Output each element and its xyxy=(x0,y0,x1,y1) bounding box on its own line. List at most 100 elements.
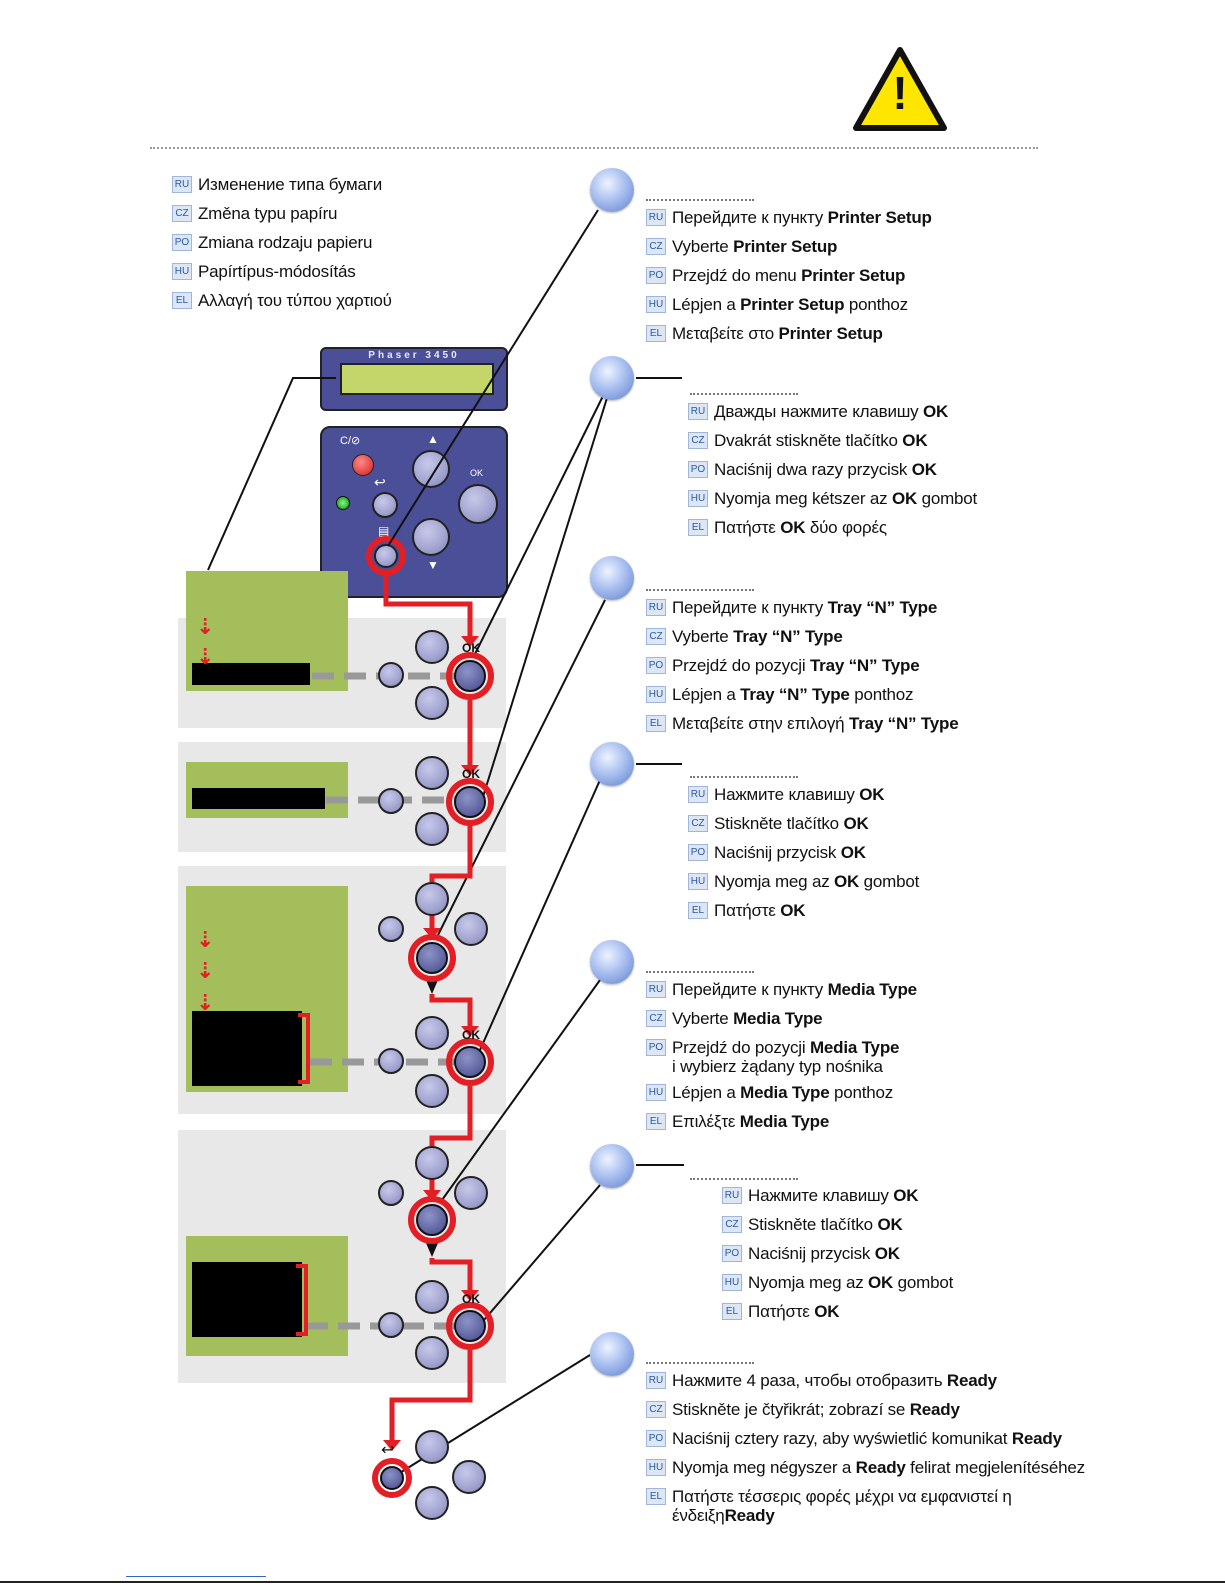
up-button[interactable] xyxy=(415,756,449,790)
lang-badge: CZ xyxy=(688,815,708,832)
instruction-text: Nyomja meg négyszer a Ready felirat megj… xyxy=(672,1453,1085,1482)
flow-arrowhead xyxy=(461,765,479,776)
back-button[interactable] xyxy=(378,1180,404,1206)
back-button[interactable] xyxy=(378,916,404,942)
lcd-highlight-4 xyxy=(192,1262,302,1337)
instruction-pre: Нажмите 4 раза, чтобы отобразить xyxy=(672,1371,947,1390)
lang-badge: RU xyxy=(688,786,708,803)
ok-label: OK xyxy=(462,1292,480,1306)
back-button[interactable] xyxy=(378,1048,404,1074)
back-arrow-icon: ↩ xyxy=(381,1442,395,1459)
instruction-text: Πατήστε OK xyxy=(748,1297,839,1326)
title-text: Změna typu papíru xyxy=(198,204,338,223)
up-button[interactable] xyxy=(415,1146,449,1180)
instruction-post: gombot xyxy=(893,1273,954,1292)
instruction-keyword: Media Type xyxy=(809,1038,900,1057)
back-button[interactable] xyxy=(378,788,404,814)
up-button[interactable] xyxy=(415,1430,449,1464)
lang-badge: HU xyxy=(646,686,666,703)
ok-button[interactable] xyxy=(454,1176,488,1210)
down-button[interactable] xyxy=(415,686,449,720)
up-button[interactable] xyxy=(415,1016,449,1050)
lang-badge: RU xyxy=(688,403,708,420)
down-button[interactable] xyxy=(415,812,449,846)
ok-button[interactable] xyxy=(452,1460,486,1494)
flow-arrowhead xyxy=(423,928,441,939)
down-button[interactable] xyxy=(412,518,450,556)
down-button[interactable] xyxy=(416,942,448,974)
instruction-pre: Przejdź do menu xyxy=(672,266,802,285)
instruction-keyword: OK xyxy=(868,1273,894,1292)
instruction-post: gombot xyxy=(917,489,978,508)
lang-badge: CZ xyxy=(688,432,708,449)
instruction-line: RU Перейдите к пункту Media Type xyxy=(646,975,917,1004)
back-button[interactable] xyxy=(378,662,404,688)
down-button[interactable] xyxy=(415,1486,449,1520)
up-button[interactable] xyxy=(415,882,449,916)
instruction-keyword: Printer Setup xyxy=(801,266,906,285)
instruction-keyword: Media Type xyxy=(827,980,918,999)
ok-button[interactable] xyxy=(454,786,486,818)
back-button[interactable] xyxy=(372,492,398,518)
up-button[interactable] xyxy=(415,630,449,664)
instruction-keyword: OK xyxy=(923,402,949,421)
instruction-text: Naciśnij dwa razy przycisk OK xyxy=(714,455,937,484)
red-down-arrow-icon: ⇣ xyxy=(196,927,215,952)
ok-button[interactable] xyxy=(454,660,486,692)
lang-badge: CZ xyxy=(646,1401,666,1418)
lang-badge: PO xyxy=(646,1039,666,1056)
instruction-keyword: OK xyxy=(780,518,806,537)
lang-badge: RU xyxy=(646,1372,666,1389)
instruction-post: felirat megjelenítéséhez xyxy=(905,1458,1085,1477)
ok-button-highlight xyxy=(446,778,494,826)
instruction-keyword: OK xyxy=(780,901,806,920)
warning-triangle-icon: ! xyxy=(852,46,948,132)
instruction-post: ponthoz xyxy=(844,295,908,314)
instruction-pre: Дважды нажмите клавишу xyxy=(714,402,924,421)
instruction-text: Перейдите к пункту Media Type xyxy=(672,975,917,1004)
instruction-keyword: Media Type xyxy=(733,1009,823,1028)
instruction-text: Πατήστε τέσσερις φορές μέχρι να εμφανιστ… xyxy=(672,1482,1012,1511)
lang-badge: EL xyxy=(646,1113,666,1130)
bottom-rule xyxy=(0,1581,1225,1583)
instruction-keyword: Tray “N” Type xyxy=(809,656,920,675)
down-button[interactable] xyxy=(415,1074,449,1108)
ok-button[interactable] xyxy=(458,484,498,524)
menu-button[interactable] xyxy=(374,544,398,568)
instruction-text: Nyomja meg az OK gombot xyxy=(748,1268,953,1297)
ok-button[interactable] xyxy=(454,1310,486,1342)
ok-button[interactable] xyxy=(454,1046,486,1078)
down-button-highlight xyxy=(408,1196,456,1244)
lang-badge: RU xyxy=(646,981,666,998)
back-button-highlight xyxy=(372,1458,412,1498)
red-down-arrow-icon: ⇣ xyxy=(196,644,215,669)
instruction-keyword: Tray “N” Type xyxy=(740,685,850,704)
down-button[interactable] xyxy=(416,1204,448,1236)
back-button[interactable] xyxy=(378,1312,404,1338)
lang-badge: CZ xyxy=(646,1010,666,1027)
back-button[interactable] xyxy=(380,1466,404,1490)
up-button[interactable] xyxy=(415,1280,449,1314)
instruction-line: RU Дважды нажмите клавишу OK xyxy=(688,397,977,426)
instruction-text: Nyomja meg az OK gombot xyxy=(714,867,919,896)
instruction-pre: Нажмите клавишу xyxy=(714,785,860,804)
instruction-text: Перейдите к пункту Printer Setup xyxy=(672,203,932,232)
cancel-button[interactable] xyxy=(352,454,374,476)
ok-button[interactable] xyxy=(454,912,488,946)
instruction-continuation: i wybierz żądany typ nośnika xyxy=(646,1056,917,1078)
down-button[interactable] xyxy=(415,1336,449,1370)
